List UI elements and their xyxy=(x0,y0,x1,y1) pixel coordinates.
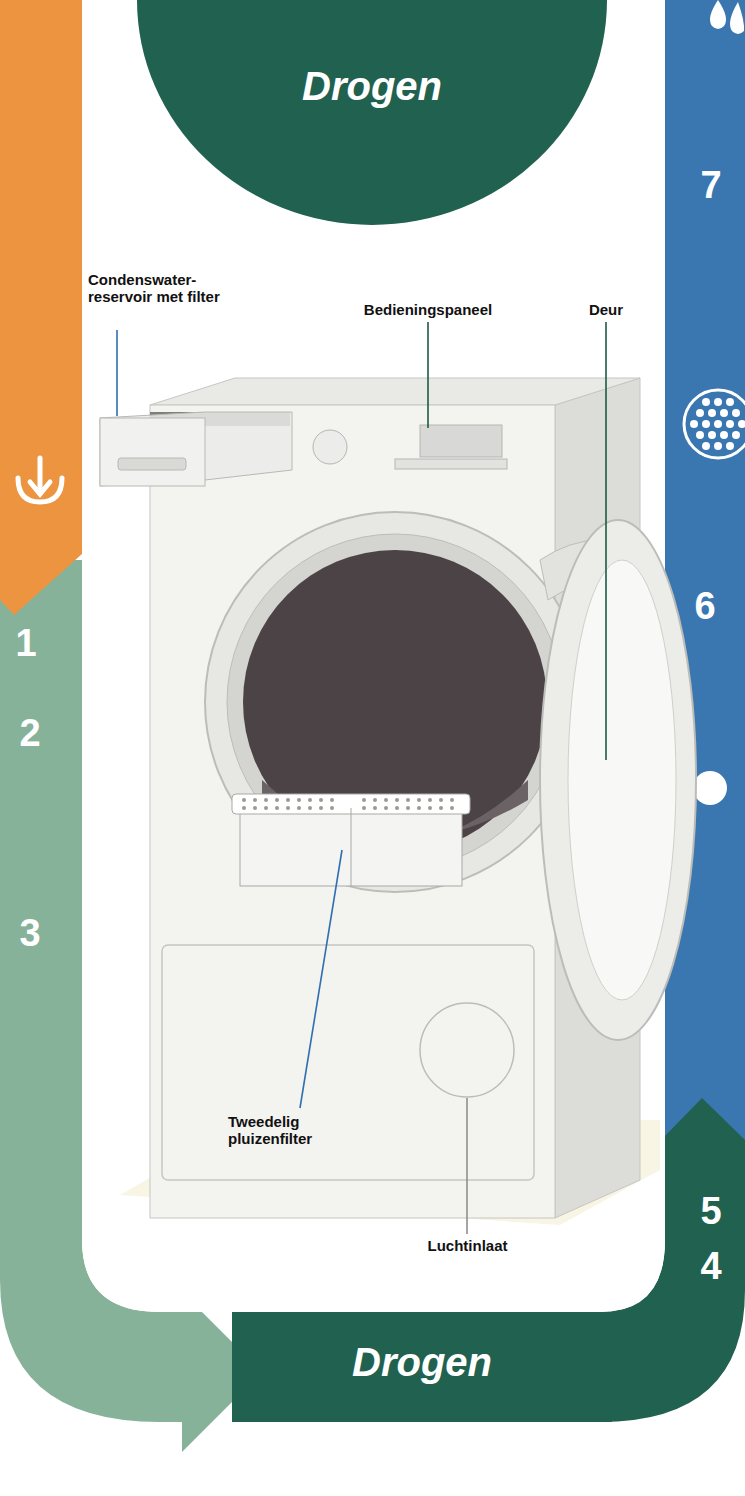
display xyxy=(420,425,502,457)
bottom-panel xyxy=(162,945,534,1180)
drops-icon xyxy=(710,0,744,34)
lint-filter-split xyxy=(351,808,352,886)
buttons xyxy=(395,459,507,469)
callout-number: 7 xyxy=(681,164,741,207)
lint-filter-body xyxy=(240,808,462,886)
dryer-top xyxy=(150,378,640,405)
band-title: Drogen xyxy=(137,64,607,108)
circle-icon xyxy=(693,771,727,805)
filter-dots xyxy=(690,398,745,450)
filter-icon xyxy=(684,390,745,458)
part-label: Tweedelig pluizenfilter xyxy=(228,1114,358,1148)
bottom-band: Drogen xyxy=(232,1312,612,1422)
callout-number: 3 xyxy=(0,912,60,955)
program-knob xyxy=(313,430,347,464)
callout-number: 1 xyxy=(0,622,56,665)
band-title: Drogen xyxy=(232,1340,612,1384)
blue-band xyxy=(665,0,745,1150)
unload-icon xyxy=(18,458,62,502)
part-label: Luchtinlaat xyxy=(395,1238,540,1255)
title-semicircle: Drogen xyxy=(137,0,607,225)
drawer-front xyxy=(100,418,205,486)
part-label: Deur xyxy=(576,302,636,319)
node-shape xyxy=(137,0,607,225)
part-label: Condenswater-reservoir met filter xyxy=(88,272,228,306)
callout-number: 4 xyxy=(681,1245,741,1288)
callout-number: 6 xyxy=(675,585,735,628)
drawer-handle xyxy=(118,458,186,470)
leader-lines xyxy=(117,322,606,1234)
callout-number: 5 xyxy=(681,1190,741,1233)
door-glass xyxy=(568,560,676,1000)
porthole-ring xyxy=(205,512,585,892)
door-ring xyxy=(540,520,696,1040)
callout-number: 2 xyxy=(0,712,60,755)
air-inlet xyxy=(420,1003,514,1097)
filter-grille xyxy=(242,798,454,810)
part-label: Bedieningspaneel xyxy=(348,302,508,319)
drawer-body xyxy=(100,412,292,486)
